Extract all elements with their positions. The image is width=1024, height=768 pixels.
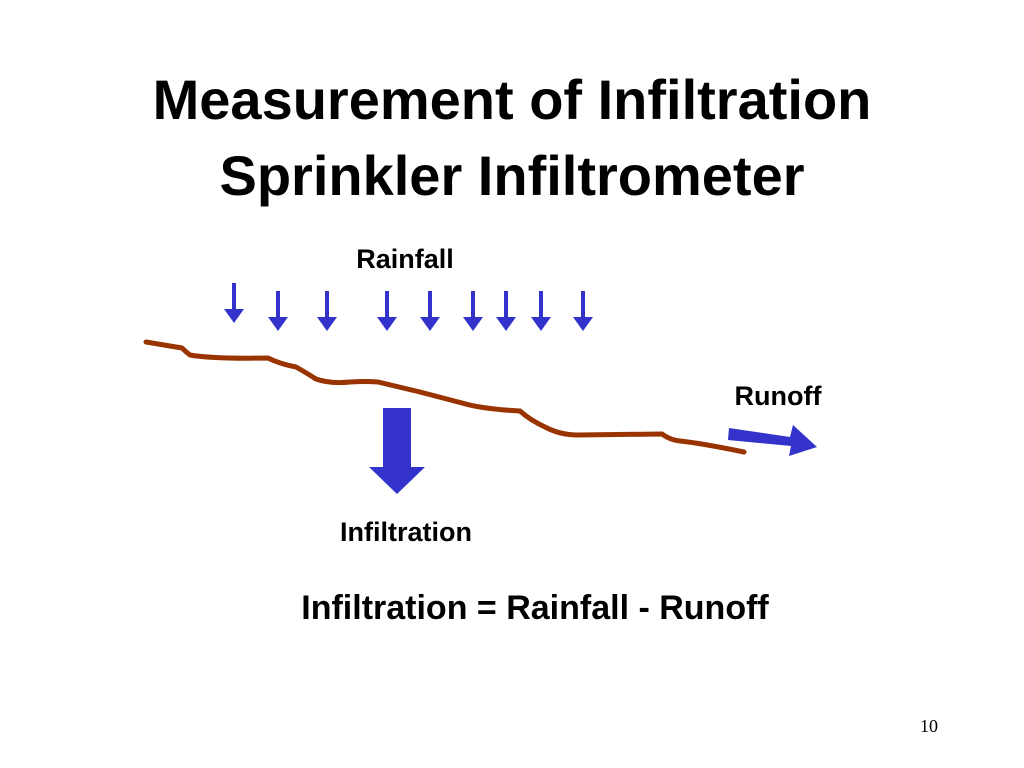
rain-arrow-icon — [463, 291, 483, 331]
rain-arrow-icon — [531, 291, 551, 331]
infiltration-label: Infiltration — [340, 517, 472, 547]
runoff-label: Runoff — [735, 381, 823, 411]
rain-arrow-icon — [317, 291, 337, 331]
runoff-arrow-icon — [728, 425, 817, 456]
rain-arrow-icon — [224, 283, 244, 323]
rain-arrow-icon — [496, 291, 516, 331]
rain-arrow-icon — [268, 291, 288, 331]
rain-arrow-icon — [420, 291, 440, 331]
rain-arrow-icon — [377, 291, 397, 331]
rainfall-label: Rainfall — [356, 244, 454, 274]
ground-surface-line — [143, 339, 747, 455]
slide-title-line-1: Measurement of Infiltration — [152, 68, 872, 131]
rainfall-arrows — [224, 283, 593, 331]
slide-title-line-2: Sprinkler Infiltrometer — [219, 144, 805, 207]
infiltration-equation: Infiltration = Rainfall - Runoff — [301, 589, 769, 627]
infiltration-arrow-icon — [369, 408, 425, 494]
rain-arrow-icon — [573, 291, 593, 331]
page-number: 10 — [920, 716, 938, 736]
